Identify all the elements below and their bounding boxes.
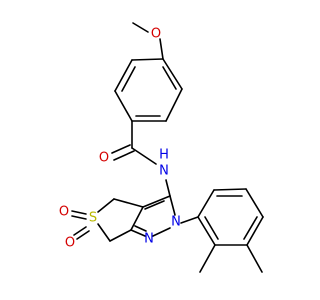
bond-ring2-inner-3 [204, 216, 219, 240]
atom-pyrazole-n1: N [144, 232, 154, 247]
bond-s-o1-a [71, 210, 87, 215]
bond-ring2-b [213, 188, 247, 191]
bond-carbonyl-n [131, 147, 157, 165]
bond-carbonyl-2 [113, 150, 135, 161]
atom-sulfonyl-oxygen-1: O [59, 205, 69, 220]
atom-methoxy-oxygen: O [151, 27, 161, 42]
bond-ring1-a [162, 58, 183, 90]
atom-pyrazole-n2: N [171, 215, 181, 230]
bond-lines [71, 22, 264, 273]
bond-methyl-2 [199, 244, 216, 273]
bond-s-o2-b [76, 230, 90, 240]
bond-c3a-ch2 [113, 198, 144, 208]
bond-pyr-c3-c3a [142, 195, 171, 208]
atom-carbonyl-oxygen: O [99, 151, 109, 166]
atom-labels: O O N H N N S O O [59, 27, 181, 251]
bond-ch2b-c7a [109, 229, 132, 242]
bond-ring1-inner-1 [162, 66, 177, 90]
bond-carbonyl-1 [111, 144, 131, 154]
molecule-structure: O O N H N N S O O [59, 22, 264, 273]
bond-pyr-c3-c3a-inner [144, 200, 165, 210]
bond-ring2-a [197, 189, 215, 218]
bond-pyr-c3-n2 [169, 195, 176, 216]
bond-n2-aryl [180, 216, 199, 224]
atom-amide-hydrogen: H [159, 148, 169, 163]
bond-s-ch2b [97, 223, 111, 242]
bond-pyr-n1-c7a [130, 229, 146, 237]
atom-amide-nitrogen: N [159, 164, 169, 179]
atom-sulfonyl-oxygen-2: O [65, 236, 75, 251]
bond-ring1-inner-3 [121, 66, 136, 92]
bond-methyl-3 [246, 244, 263, 273]
bond-s-o1-b [71, 215, 87, 220]
bond-ring2-c [245, 188, 264, 218]
bond-ring2-d [246, 216, 264, 246]
bond-ring1-e [114, 59, 133, 92]
bond-ring2-inner-2 [243, 216, 258, 240]
bond-pyr-n1-c7a-inner [134, 225, 147, 232]
bond-ring1-f [131, 58, 164, 61]
bond-ring1-b [165, 88, 183, 122]
bond-o-ring [159, 38, 164, 60]
bond-n-pyrazole [165, 179, 171, 197]
bond-s-o2-a [73, 226, 87, 236]
atom-sulfur: S [89, 211, 97, 226]
bond-ring2-f [197, 216, 216, 246]
bond-pyr-c7a-c3a [130, 206, 144, 231]
bond-pyr-n2-n1 [152, 227, 171, 237]
bond-ring1-d [114, 90, 133, 122]
bond-methyl-o [132, 22, 149, 33]
bond-ch2-s [97, 198, 115, 213]
